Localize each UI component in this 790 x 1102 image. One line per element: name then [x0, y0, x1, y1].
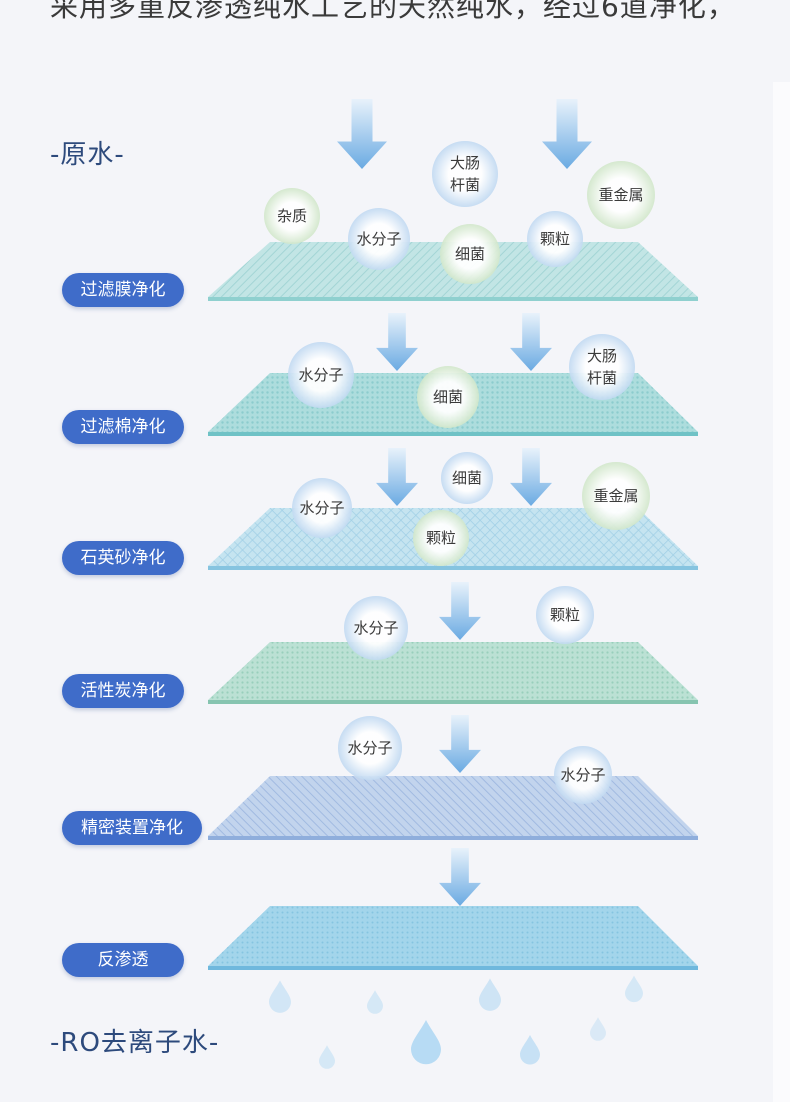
- stage-precision-device: 精密装置净化: [62, 811, 202, 845]
- particle-impurity: 杂质: [264, 188, 320, 244]
- down-arrow-icon: [376, 313, 418, 371]
- stage-activated-carbon: 活性炭净化: [62, 674, 184, 708]
- stage-filter-membrane: 过滤膜净化: [62, 273, 184, 307]
- stage-filter-cotton: 过滤棉净化: [62, 410, 184, 444]
- particle-heavy-metal: 重金属: [582, 462, 650, 530]
- particle-bacteria: 细菌: [417, 366, 479, 428]
- water-drop-icon: [367, 990, 383, 1014]
- water-drop-icon: [411, 1020, 441, 1065]
- particle-water-molecule: 水分子: [338, 716, 402, 780]
- particle-ecoli: 大肠 杆菌: [569, 334, 635, 400]
- particle-granule: 颗粒: [527, 211, 583, 267]
- particle-water-molecule: 水分子: [348, 208, 410, 270]
- particle-ecoli: 大肠 杆菌: [432, 141, 498, 207]
- intro-text: 采用多重反渗透纯水工艺的天然纯水，经过6道净化，: [50, 0, 736, 23]
- water-drop-icon: [269, 980, 291, 1013]
- filter-layer: [208, 776, 698, 840]
- particle-bacteria: 细菌: [440, 224, 500, 284]
- down-arrow-icon: [439, 848, 481, 906]
- water-drop-icon: [479, 978, 501, 1011]
- particle-granule: 颗粒: [536, 586, 594, 644]
- particle-heavy-metal: 重金属: [587, 161, 655, 229]
- down-arrow-icon: [337, 99, 387, 169]
- down-arrow-icon: [439, 715, 481, 773]
- down-arrow-icon: [510, 313, 552, 371]
- particle-bacteria: 细菌: [441, 452, 493, 504]
- particle-water-molecule: 水分子: [554, 746, 612, 804]
- water-drop-icon: [625, 975, 643, 1003]
- side-strip: [773, 82, 790, 1102]
- filter-layer: [208, 906, 698, 970]
- water-drop-icon: [590, 1017, 606, 1041]
- down-arrow-icon: [510, 448, 552, 506]
- water-drop-icon: [319, 1045, 335, 1069]
- down-arrow-icon: [439, 582, 481, 640]
- filter-layer: [208, 642, 698, 704]
- down-arrow-icon: [542, 99, 592, 169]
- particle-water-molecule: 水分子: [292, 478, 352, 538]
- ro-water-label: -RO去离子水-: [50, 1028, 220, 1058]
- stage-quartz-sand: 石英砂净化: [62, 541, 184, 575]
- water-drop-icon: [520, 1035, 540, 1065]
- particle-water-molecule: 水分子: [288, 342, 354, 408]
- stage-reverse-osmosis: 反渗透: [62, 943, 184, 977]
- particle-water-molecule: 水分子: [344, 596, 408, 660]
- down-arrow-icon: [376, 448, 418, 506]
- particle-granule: 颗粒: [413, 510, 469, 566]
- raw-water-label: -原水-: [50, 140, 125, 170]
